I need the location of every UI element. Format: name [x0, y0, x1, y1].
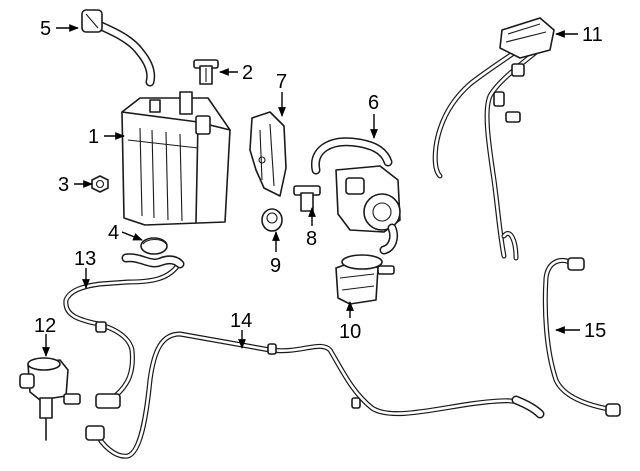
callout-8: 8: [306, 228, 317, 250]
callout-3: 3: [58, 174, 69, 196]
part-13-line: [63, 253, 185, 409]
callout-labels: 5 2 1 3 4 6 7 8 9 10 11 12 13 14 15: [34, 18, 606, 343]
callout-14: 14: [230, 310, 252, 332]
callout-11: 11: [582, 24, 603, 46]
callout-7: 7: [276, 71, 287, 93]
part-11-line-assembly: [432, 17, 555, 261]
callout-1: 1: [88, 126, 99, 148]
part-15-line: [542, 257, 621, 417]
part-6-purge-valve: [311, 137, 401, 255]
part-5-vapor-hose: [81, 9, 156, 87]
callout-6: 6: [368, 92, 379, 114]
part-14-line: [85, 331, 545, 459]
part-8-plug: [293, 185, 321, 212]
callout-9: 9: [270, 255, 281, 277]
callout-leaders: [42, 24, 580, 357]
callout-15: 15: [584, 320, 606, 342]
part-4-cap: [140, 237, 168, 255]
callout-2: 2: [242, 62, 253, 84]
callout-5: 5: [40, 18, 51, 40]
callout-13: 13: [74, 248, 96, 270]
part-2-plug: [193, 59, 219, 85]
part-12-pump: [19, 357, 81, 441]
callout-10: 10: [339, 321, 361, 343]
callout-12: 12: [34, 315, 56, 337]
part-3-nut: [91, 175, 109, 193]
part-7-bracket: [249, 111, 287, 197]
callout-4: 4: [108, 222, 119, 244]
part-1-canister: [121, 91, 231, 226]
part-9-grommet: [261, 208, 283, 232]
part-10-filter: [335, 254, 395, 305]
